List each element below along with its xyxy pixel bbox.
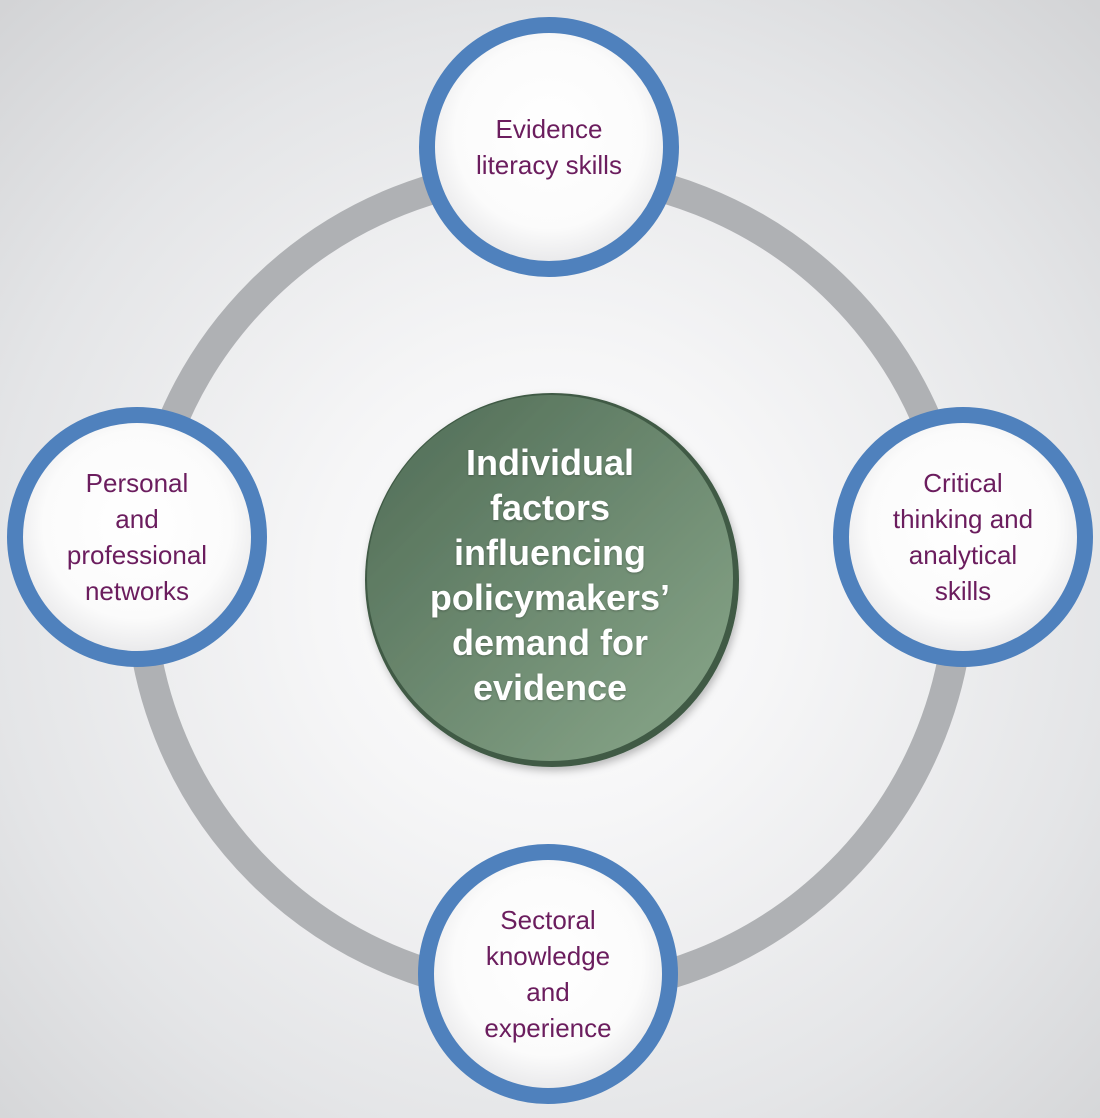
node-left-label: Personal and professional networks [66, 468, 208, 606]
node-right-label: Critical thinking and analytical skills [892, 468, 1034, 606]
node-bottom-circle [418, 844, 678, 1104]
center-label: Individual factors influencing policymak… [429, 442, 671, 708]
node-top-circle [419, 17, 679, 277]
node-left-circle [7, 407, 267, 667]
node-bottom-label: Sectoral knowledge and experience [484, 905, 612, 1043]
node-right-circle [833, 407, 1093, 667]
center-circle [365, 393, 739, 767]
node-top-label: Evidence literacy skills [476, 114, 622, 180]
